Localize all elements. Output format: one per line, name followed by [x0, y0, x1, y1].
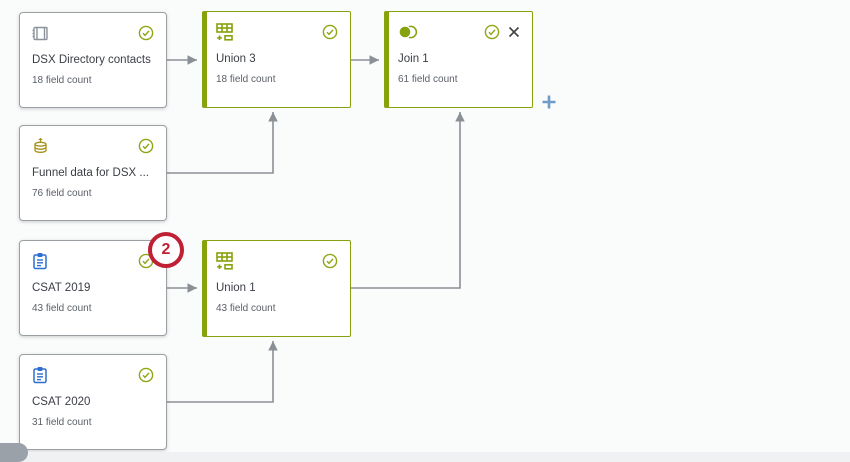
connector-union1-to-join1: [351, 112, 465, 289]
flow-node-union-3[interactable]: Union 3 18 field count: [202, 11, 351, 108]
node-header: [398, 23, 520, 41]
node-field-count: 31 field count: [32, 417, 92, 428]
node-title: CSAT 2020: [32, 396, 91, 408]
node-field-count: 43 field count: [216, 303, 276, 314]
node-title: CSAT 2019: [32, 282, 91, 294]
connector-csat2020-to-union1: [167, 341, 278, 403]
status-check-icon: [138, 25, 154, 41]
annotation-badge: 2: [148, 232, 184, 268]
node-field-count: 18 field count: [32, 75, 92, 86]
node-title: Funnel data for DSX ...: [32, 167, 149, 179]
node-header: [32, 24, 154, 42]
status-check-icon: [322, 253, 338, 269]
flow-node-join-1[interactable]: Join 1 61 field count: [384, 11, 533, 108]
clipboard-icon: [32, 366, 48, 384]
node-title: Union 1: [216, 282, 256, 294]
table-icon: [32, 26, 49, 41]
node-header: [32, 137, 154, 155]
plus-icon: [541, 94, 557, 110]
status-check-icon: [322, 24, 338, 40]
clipboard-icon: [32, 252, 48, 270]
status-check-icon: [484, 24, 500, 40]
join-icon: [398, 24, 418, 40]
node-field-count: 76 field count: [32, 188, 92, 199]
add-node-button[interactable]: [540, 93, 558, 111]
flow-node-union-1[interactable]: Union 1 43 field count: [202, 240, 351, 337]
flow-node-funnel-data[interactable]: Funnel data for DSX ... 76 field count: [19, 125, 167, 221]
horizontal-scrollbar-track[interactable]: [0, 452, 850, 462]
node-header: [32, 252, 154, 270]
flow-node-csat-2019[interactable]: CSAT 2019 43 field count: [19, 240, 167, 336]
union-icon: [216, 252, 235, 270]
status-check-icon: [138, 367, 154, 383]
node-field-count: 43 field count: [32, 303, 92, 314]
node-title: Union 3: [216, 53, 256, 65]
close-icon[interactable]: [508, 26, 520, 38]
node-field-count: 61 field count: [398, 74, 458, 85]
node-header: [216, 252, 338, 270]
published-datasource-icon: [32, 137, 49, 155]
flow-node-dsx-directory-contacts[interactable]: DSX Directory contacts 18 field count: [19, 12, 167, 108]
node-title: Join 1: [398, 53, 429, 65]
flow-node-csat-2020[interactable]: CSAT 2020 31 field count: [19, 354, 167, 450]
horizontal-scrollbar-thumb[interactable]: [0, 443, 28, 462]
node-title: DSX Directory contacts: [32, 54, 151, 66]
status-check-icon: [138, 138, 154, 154]
node-field-count: 18 field count: [216, 74, 276, 85]
union-icon: [216, 23, 235, 41]
connector-funnel-to-union3: [167, 112, 278, 174]
annotation-badge-value: 2: [161, 241, 171, 258]
node-header: [216, 23, 338, 41]
node-header: [32, 366, 154, 384]
